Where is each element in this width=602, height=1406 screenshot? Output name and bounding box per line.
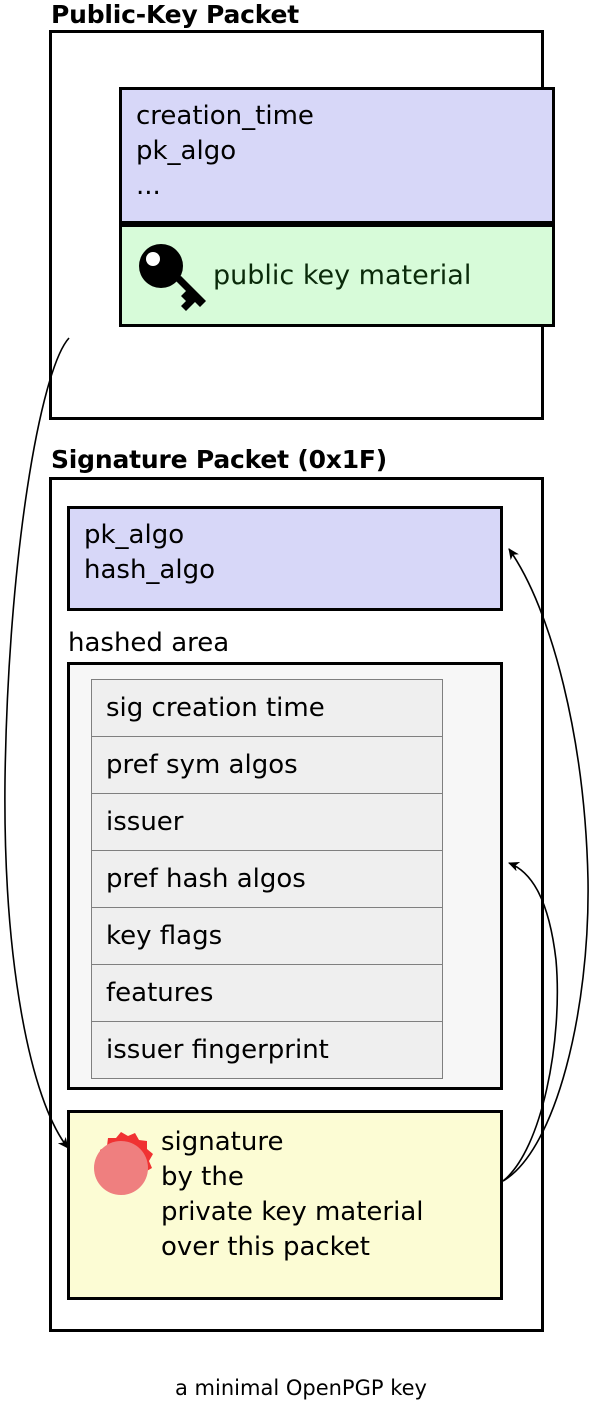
field-sig-hash-algo: hash_algo <box>84 555 216 585</box>
public-key-packet-title: Public-Key Packet <box>51 0 300 29</box>
list-item: issuer <box>92 794 442 851</box>
public-key-meta-lines: creation_time pk_algo ... <box>136 99 544 204</box>
signature-packet-title: Signature Packet (0x1F) <box>51 445 388 474</box>
diagram-caption: a minimal OpenPGP key <box>175 1376 427 1400</box>
field-ellipsis: ... <box>136 171 161 201</box>
hashed-subpacket-list: sig creation time pref sym algos issuer … <box>91 679 443 1079</box>
wax-seal-icon <box>94 1132 153 1195</box>
public-key-packet-frame: creation_time pk_algo ... public key mat… <box>49 30 555 420</box>
public-key-material-label: public key material <box>213 260 472 291</box>
list-item: pref hash algos <box>92 851 442 908</box>
signature-block: signature by the private key material ov… <box>67 1110 503 1300</box>
list-item: features <box>92 965 442 1022</box>
signature-line-3: private key material <box>161 1197 424 1227</box>
public-key-material-block: public key material <box>119 224 555 327</box>
signature-meta-block: pk_algo hash_algo <box>67 506 503 611</box>
list-item: key flags <box>92 908 442 965</box>
field-creation-time: creation_time <box>136 101 314 131</box>
list-item: sig creation time <box>92 680 442 737</box>
hashed-area-label: hashed area <box>68 628 230 658</box>
signature-line-1: signature <box>161 1127 284 1157</box>
list-item: pref sym algos <box>92 737 442 794</box>
field-sig-pk-algo: pk_algo <box>84 520 185 550</box>
field-pk-algo: pk_algo <box>136 136 237 166</box>
signature-line-4: over this packet <box>161 1232 371 1262</box>
hashed-area-box: sig creation time pref sym algos issuer … <box>67 662 503 1090</box>
signature-meta-lines: pk_algo hash_algo <box>84 518 492 588</box>
public-key-meta-block: creation_time pk_algo ... <box>119 87 555 224</box>
signature-description: signature by the private key material ov… <box>161 1125 424 1265</box>
key-icon <box>139 244 206 311</box>
list-item: issuer fingerprint <box>92 1022 442 1079</box>
signature-line-2: by the <box>161 1162 244 1192</box>
